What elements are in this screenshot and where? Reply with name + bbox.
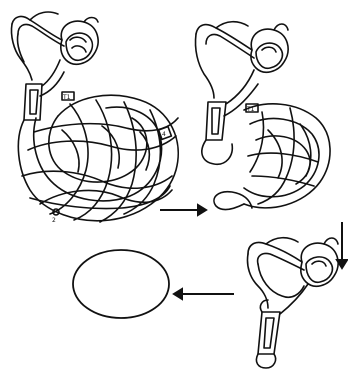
stage-1-tag: 2 xyxy=(52,217,56,224)
tangled-loops xyxy=(214,104,330,210)
heart-icon xyxy=(251,24,288,72)
stage-2-tag: T1 xyxy=(246,106,255,113)
arrow-left xyxy=(174,289,234,299)
stage-3-illustration xyxy=(247,238,338,368)
stage-1-tag: 4 xyxy=(162,131,166,138)
arrow-right xyxy=(160,205,206,215)
heart-icon xyxy=(61,18,98,65)
closed-loop xyxy=(73,250,169,318)
tangled-loops xyxy=(18,95,178,222)
stage-2-illustration xyxy=(195,22,330,210)
stage-1-tag: T1 xyxy=(62,94,71,101)
heart-icon xyxy=(301,238,338,286)
arrow-down xyxy=(337,222,347,268)
stage-1-illustration xyxy=(11,12,178,222)
